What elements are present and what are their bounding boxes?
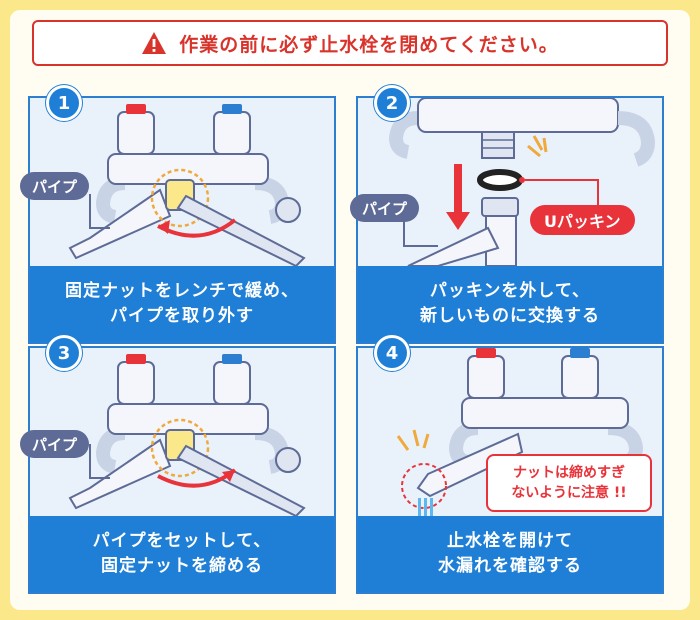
step-4-caption-line1: 止水栓を開けて [447,531,573,551]
step-4-caption: 止水栓を開けて 水漏れを確認する [358,516,662,592]
step-4-caption-line2: 水漏れを確認する [438,556,582,576]
step-1-caption-line1: 固定ナットをレンチで緩め、 [65,281,299,301]
step-1-caption-line2: パイプを取り外す [110,306,254,326]
step-2-caption: パッキンを外して、 新しいものに交換する [358,266,662,342]
step-panel-1: 固定ナットをレンチで緩め、 パイプを取り外す [28,96,336,344]
step-3-caption-line1: パイプをセットして、 [92,531,272,551]
step-panel-3: パイプをセットして、 固定ナットを締める [28,346,336,594]
overtighten-caution-note: ナットは締めすぎ ないように注意 !! [486,454,652,512]
step-1-pipe-label: パイプ [20,172,90,200]
step-4-illustration [358,348,662,516]
step-panel-4: 止水栓を開けて 水漏れを確認する [356,346,664,594]
step-2-caption-line2: 新しいものに交換する [420,306,600,326]
step-3-pipe-label: パイプ [20,430,90,458]
step-3-number: 3 [46,335,82,371]
warning-banner: 作業の前に必ず止水栓を閉めてください。 [32,20,668,66]
step-3-caption: パイプをセットして、 固定ナットを締める [30,516,334,592]
warning-text: 作業の前に必ず止水栓を閉めてください。 [179,33,559,56]
step-1-number: 1 [46,85,82,121]
caution-note-line2: ないように注意 !! [511,485,627,501]
step-1-caption: 固定ナットをレンチで緩め、 パイプを取り外す [30,266,334,342]
step-1-illustration [30,98,334,266]
step-4-number: 4 [374,335,410,371]
warning-icon [142,32,167,54]
step-2-number: 2 [374,85,410,121]
u-packing-callout: Uパッキン [530,205,635,235]
step-2-illustration [358,98,662,266]
caution-note-line1: ナットは締めすぎ [513,465,625,481]
step-3-caption-line2: 固定ナットを締める [101,556,263,576]
step-2-pipe-label: パイプ [350,194,420,222]
step-2-caption-line1: パッキンを外して、 [429,281,591,301]
